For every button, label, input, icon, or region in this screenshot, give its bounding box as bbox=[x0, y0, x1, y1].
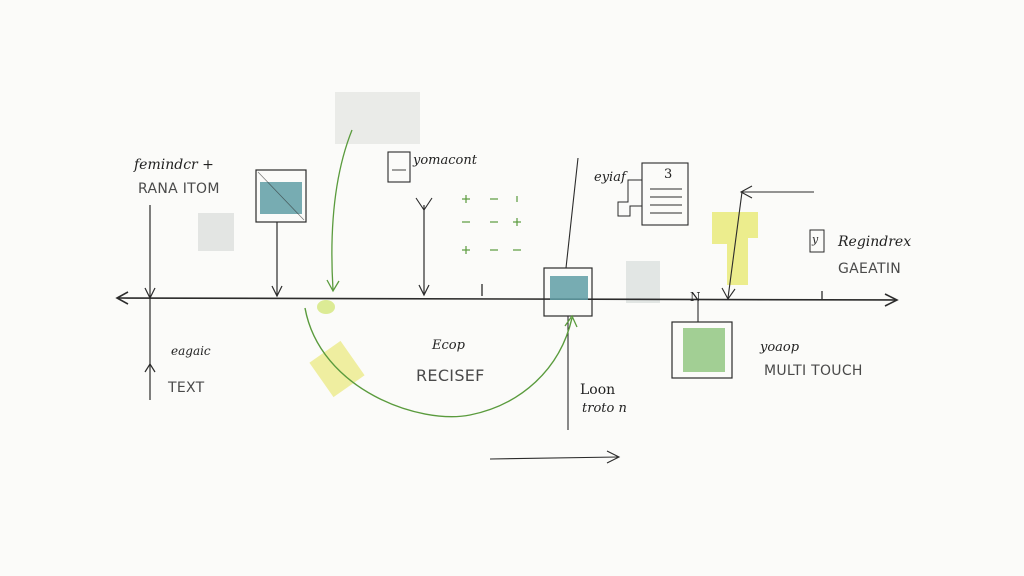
reminder-marker-arrow bbox=[144, 287, 156, 300]
right-arrow-down-line bbox=[727, 191, 743, 299]
multi-hand-label: yoaop bbox=[760, 340, 800, 355]
recise-caps-label: RECISEF bbox=[416, 366, 485, 385]
green-arc bbox=[304, 307, 573, 418]
register-icon bbox=[809, 229, 825, 253]
timeline-axis bbox=[117, 297, 897, 301]
bottom-arrow-line bbox=[489, 456, 619, 460]
multi-touch-box bbox=[671, 321, 733, 379]
center-line-top bbox=[565, 157, 579, 269]
eyiaf-label: eyiaf bbox=[594, 170, 626, 185]
teal-box-left bbox=[255, 169, 307, 223]
gray-wash-top bbox=[335, 92, 420, 144]
text-hand-label: eagaic bbox=[171, 344, 211, 358]
document-lines bbox=[650, 188, 682, 214]
right-arrow-top-head bbox=[739, 185, 753, 199]
teal-fill-center bbox=[550, 276, 588, 300]
bottom-arrow-head bbox=[606, 450, 621, 464]
loon-hand-label-2: troto n bbox=[582, 401, 627, 416]
green-arc-head bbox=[564, 314, 578, 328]
register-hand-label: Regindrex bbox=[838, 234, 912, 250]
loon-hand-label-1: Loon bbox=[580, 382, 616, 398]
axis-arrow-right bbox=[884, 293, 899, 307]
component-label: yomacont bbox=[413, 153, 477, 168]
register-caps-label: GAEATIN bbox=[838, 261, 902, 277]
green-curve-top bbox=[331, 129, 353, 291]
reminder-hand-label: femindcr + bbox=[134, 157, 214, 173]
axis-mark-label: N bbox=[690, 290, 701, 304]
teal-fill-left bbox=[260, 182, 302, 214]
axis-arrow-left bbox=[115, 291, 129, 305]
green-mark-grid bbox=[462, 195, 521, 254]
component-arrow-top bbox=[415, 197, 433, 211]
text-marker-arrow bbox=[144, 362, 156, 373]
component-box bbox=[387, 151, 411, 183]
document-number: 3 bbox=[664, 167, 673, 182]
teal-box-arrow-head bbox=[271, 285, 283, 298]
document-connector bbox=[617, 179, 642, 217]
gray-wash-left bbox=[198, 213, 234, 251]
component-arrow-head bbox=[418, 284, 430, 297]
reminder-caps-label: RANA ITOM bbox=[138, 181, 220, 197]
register-glyph: y bbox=[812, 233, 819, 246]
green-wash-box bbox=[683, 328, 725, 372]
document-icon bbox=[641, 162, 689, 226]
multi-caps-label: MULTI TOUCH bbox=[764, 363, 863, 379]
recise-hand-label: Ecop bbox=[432, 338, 465, 353]
green-curve-top-head bbox=[326, 279, 340, 293]
green-dot bbox=[317, 300, 335, 314]
teal-box-diagonal bbox=[257, 171, 305, 221]
right-arrow-down-head bbox=[721, 287, 736, 301]
gray-wash-right bbox=[626, 261, 660, 303]
text-caps-label: TEXT bbox=[168, 380, 205, 396]
